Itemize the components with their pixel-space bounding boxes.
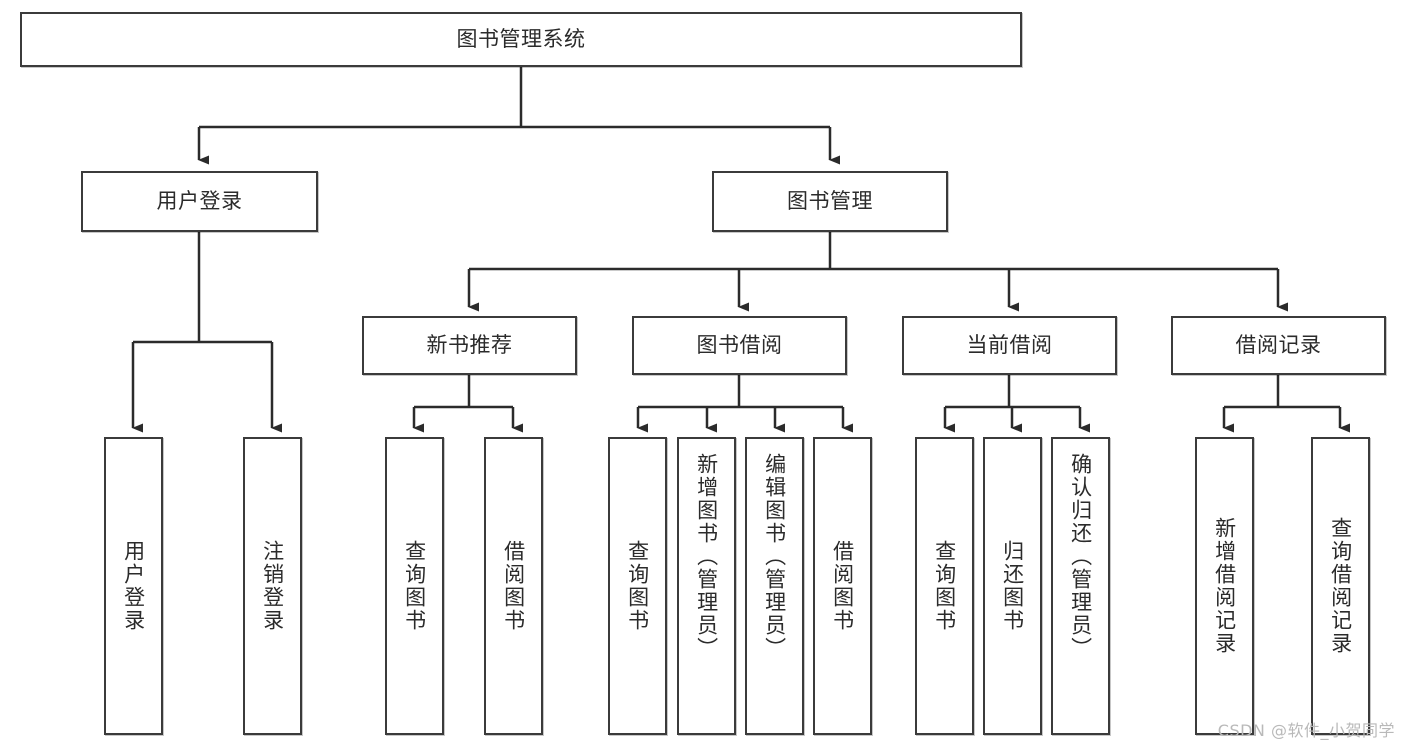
leaf-book-borrow-edit-admin[interactable]: 编辑图书（管理员） xyxy=(745,437,804,735)
leaf-borrow-record-add[interactable]: 新增借阅记录 xyxy=(1195,437,1254,735)
node-borrowing-records[interactable]: 借阅记录 xyxy=(1171,316,1386,375)
leaf-user-login-signin[interactable]: 用户登录 xyxy=(104,437,163,735)
leaf-new-book-borrow[interactable]: 借阅图书 xyxy=(484,437,543,735)
leaf-book-borrow-add-admin[interactable]: 新增图书（管理员） xyxy=(677,437,736,735)
leaf-new-book-query[interactable]: 查询图书 xyxy=(385,437,444,735)
node-label: 新增图书（管理员） xyxy=(694,453,719,660)
node-label: 注销登录 xyxy=(260,540,285,632)
leaf-current-borrow-return[interactable]: 归还图书 xyxy=(983,437,1042,735)
node-user-login[interactable]: 用户登录 xyxy=(81,171,318,232)
leaf-book-borrow-borrow[interactable]: 借阅图书 xyxy=(813,437,872,735)
node-label: 图书管理系统 xyxy=(456,27,586,52)
watermark-text: CSDN @软件_小贺同学 xyxy=(1217,721,1395,740)
node-root-book-management-system[interactable]: 图书管理系统 xyxy=(20,12,1022,67)
node-label: 编辑图书（管理员） xyxy=(762,453,787,660)
leaf-borrow-record-query[interactable]: 查询借阅记录 xyxy=(1311,437,1370,735)
node-label: 确认归还（管理员） xyxy=(1068,453,1093,660)
node-label: 归还图书 xyxy=(1000,540,1025,632)
node-book-management[interactable]: 图书管理 xyxy=(712,171,948,232)
node-label: 当前借阅 xyxy=(966,333,1053,358)
node-label: 查询图书 xyxy=(402,540,427,632)
node-label: 用户登录 xyxy=(156,189,243,214)
node-current-borrowing[interactable]: 当前借阅 xyxy=(902,316,1117,375)
node-label: 查询图书 xyxy=(625,540,650,632)
node-book-borrowing[interactable]: 图书借阅 xyxy=(632,316,847,375)
node-label: 图书借阅 xyxy=(696,333,783,358)
node-label: 查询图书 xyxy=(932,540,957,632)
node-label: 借阅记录 xyxy=(1235,333,1322,358)
leaf-current-borrow-confirm-return-admin[interactable]: 确认归还（管理员） xyxy=(1051,437,1110,735)
node-label: 新增借阅记录 xyxy=(1212,517,1237,655)
node-label: 借阅图书 xyxy=(830,540,855,632)
node-label: 图书管理 xyxy=(787,189,873,214)
node-label: 用户登录 xyxy=(121,540,146,632)
leaf-current-borrow-query[interactable]: 查询图书 xyxy=(915,437,974,735)
node-label: 查询借阅记录 xyxy=(1328,517,1353,655)
leaf-user-login-logout[interactable]: 注销登录 xyxy=(243,437,302,735)
leaf-book-borrow-query[interactable]: 查询图书 xyxy=(608,437,667,735)
node-label: 借阅图书 xyxy=(501,540,526,632)
node-new-book-recommendation[interactable]: 新书推荐 xyxy=(362,316,577,375)
node-label: 新书推荐 xyxy=(426,333,513,358)
